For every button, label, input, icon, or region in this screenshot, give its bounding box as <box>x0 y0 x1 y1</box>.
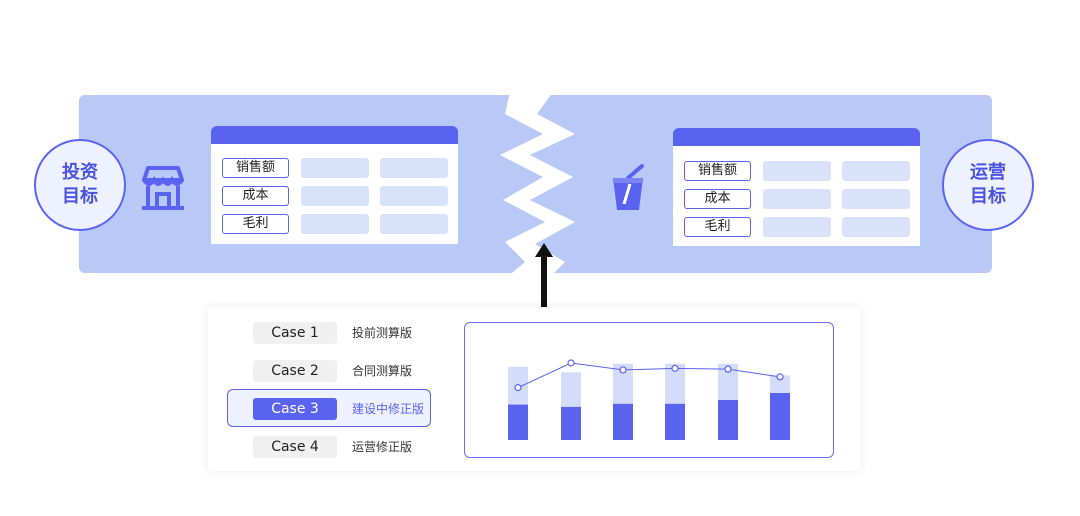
metric-cell <box>842 161 910 181</box>
metric-label: 销售额 <box>684 161 751 181</box>
case-label[interactable]: Case 4 <box>253 436 337 458</box>
trend-point <box>567 359 575 367</box>
trend-point <box>671 364 679 372</box>
metric-cell <box>380 158 448 178</box>
right-metrics-card: 销售额 成本 毛利 <box>673 128 920 246</box>
trend-point <box>619 366 627 374</box>
metric-cell <box>301 214 369 234</box>
metric-label: 毛利 <box>684 217 751 237</box>
metric-label: 成本 <box>684 189 751 209</box>
metric-cell <box>380 186 448 206</box>
metric-label: 毛利 <box>222 214 289 234</box>
metric-cell <box>763 217 831 237</box>
bar-part <box>508 404 528 440</box>
operation-goal-label: 运营目标 <box>970 162 1006 207</box>
metric-cell <box>842 189 910 209</box>
case-label[interactable]: Case 3 <box>253 398 337 420</box>
metric-cell <box>763 161 831 181</box>
bar-part <box>718 399 738 440</box>
bar-part <box>613 403 633 440</box>
metric-cell <box>380 214 448 234</box>
metric-cell <box>301 186 369 206</box>
store-icon <box>142 166 184 210</box>
left-metrics-card: 销售额 成本 毛利 <box>211 126 458 244</box>
bar-part <box>770 393 790 440</box>
case-label[interactable]: Case 1 <box>253 322 337 344</box>
bar-part <box>561 406 581 440</box>
case-panel: Case 1 投前测算版 Case 2 合同测算版 Case 3 建设中修正版 … <box>208 307 860 471</box>
case-description: 合同测算版 <box>352 364 413 378</box>
trend-line <box>517 362 781 389</box>
case-description: 建设中修正版 <box>352 402 425 416</box>
investment-goal-label: 投资目标 <box>62 162 98 207</box>
arrow-up-icon <box>535 243 553 309</box>
zigzag-divider <box>500 92 575 277</box>
bar-line-chart <box>508 359 790 440</box>
metric-label: 销售额 <box>222 158 289 178</box>
metric-cell <box>763 189 831 209</box>
case-description: 运营修正版 <box>352 440 413 454</box>
chart-frame <box>464 322 834 458</box>
case-label[interactable]: Case 2 <box>253 360 337 382</box>
drink-cup-icon <box>613 164 644 210</box>
metric-label: 成本 <box>222 186 289 206</box>
trend-point <box>776 373 784 381</box>
operation-goal-circle: 运营目标 <box>942 139 1034 231</box>
investment-goal-circle: 投资目标 <box>34 139 126 231</box>
metric-cell <box>842 217 910 237</box>
case-description: 投前测算版 <box>352 326 413 340</box>
trend-point <box>514 384 522 392</box>
bar-part <box>665 403 685 440</box>
metric-cell <box>301 158 369 178</box>
trend-point <box>724 365 732 373</box>
